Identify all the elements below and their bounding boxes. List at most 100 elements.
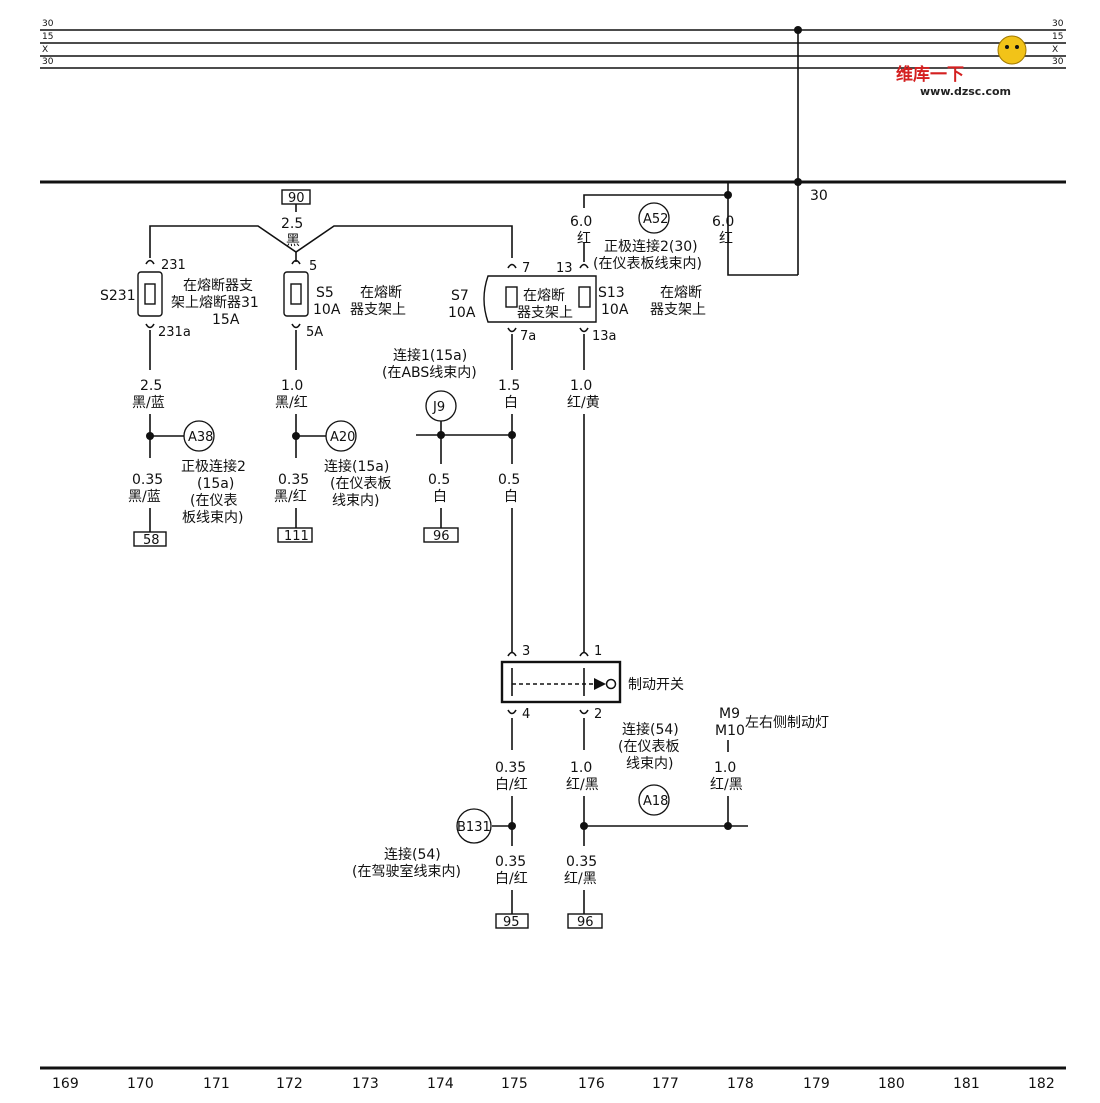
wire-60-left-color: 红	[577, 231, 591, 247]
column-number: 174	[427, 1076, 454, 1092]
fuse-s7-note2: 器支架上	[517, 305, 573, 321]
wire-95-size: 0.35	[495, 854, 526, 870]
lamp-desc: 左右侧制动灯	[745, 715, 829, 731]
junction-176	[580, 822, 588, 830]
connector-a52-l1: 正极连接2(30)	[604, 238, 698, 255]
fuse-s7-element	[505, 286, 518, 308]
wire-96a-size: 0.5	[428, 472, 450, 488]
fuse-s5-element	[290, 283, 302, 305]
ref-111: 111	[284, 529, 309, 544]
column-number: 180	[878, 1076, 905, 1092]
column-numbers: 169 170 171 172 173 174 175 176 177 178 …	[52, 1076, 1055, 1092]
column-number: 173	[352, 1076, 379, 1092]
pin-arrow-7-bot	[507, 327, 517, 333]
lamp-m10: M10	[715, 723, 745, 739]
fuse-s5-name: S5	[316, 285, 334, 301]
wire-95-color: 白/红	[495, 871, 528, 887]
ref-box-111	[277, 527, 313, 543]
switch-pin-1: 1	[594, 644, 602, 659]
watermark-url: www.dzsc.com	[920, 85, 1011, 98]
fuse-s7-amp: 10A	[448, 305, 476, 321]
terminal-30-label: 30	[810, 188, 828, 204]
wire-5a-color: 黑/红	[275, 395, 308, 411]
connector-a38-l3: (在仪表	[190, 493, 237, 509]
fuse-s5-amp: 10A	[313, 302, 341, 318]
fuse-s13-pin-top: 13	[556, 261, 573, 276]
pin-arrow-231-top	[145, 259, 155, 265]
fuse-s13-name: S13	[598, 285, 625, 301]
pin-arrow-231-bot	[145, 323, 155, 329]
lamp-m9: M9	[719, 706, 740, 722]
wire-lamp-size: 1.0	[714, 760, 736, 776]
fuse-s5-note1: 在熔断	[360, 285, 402, 301]
pin-arrow-1	[579, 651, 589, 657]
connector-a20-l2: (在仪表板	[330, 476, 391, 492]
ref-box-96b	[567, 913, 603, 929]
connector-a18-id: A18	[643, 794, 668, 809]
wire-60-right-size: 6.0	[712, 214, 734, 230]
ref-box-95	[495, 913, 529, 929]
pin-arrow-13-bot	[579, 327, 589, 333]
fuse-s13-pin-bot: 13a	[592, 329, 617, 344]
connector-a38-l1: 正极连接2	[181, 458, 246, 475]
fuse-s7-pin-bot: 7a	[520, 329, 536, 344]
wire-75-size: 0.5	[498, 472, 520, 488]
wire-7a-size: 1.5	[498, 378, 520, 394]
connector-b131-l1: 连接(54)	[384, 846, 441, 863]
column-number: 177	[652, 1076, 679, 1092]
column-number: 178	[727, 1076, 754, 1092]
watermark: 维库一下 www.dzsc.com	[896, 35, 1027, 98]
ref-96b: 96	[577, 915, 594, 930]
fuse-s231-note3: 15A	[212, 312, 240, 328]
connector-b131-id: B131	[457, 820, 491, 835]
wire-90-size: 2.5	[281, 216, 303, 232]
pin-arrow-3	[507, 651, 517, 657]
fuse-s5-note2: 器支架上	[350, 302, 406, 318]
mascot-eye-left-icon	[1005, 45, 1009, 49]
switch-plunger-icon	[605, 678, 617, 690]
fuse-s7-pin-top: 7	[522, 261, 530, 276]
connector-a20-l1: 连接(15a)	[324, 458, 389, 475]
connector-a20-l3: 线束内)	[332, 493, 379, 509]
mascot-eye-right-icon	[1015, 45, 1019, 49]
column-number: 170	[127, 1076, 154, 1092]
column-number: 181	[953, 1076, 980, 1092]
fuse-s13-note1: 在熔断	[660, 285, 702, 301]
wire-7a-color: 白	[504, 395, 518, 411]
connector-a20-id: A20	[330, 430, 355, 445]
wire-2-size: 1.0	[570, 760, 592, 776]
wire-231-color: 黑/蓝	[132, 395, 165, 411]
switch-pin-2: 2	[594, 707, 602, 722]
junction-bus-top	[794, 26, 802, 34]
bus-rails: 30 15 X 30 30 15 X 30	[40, 19, 1066, 69]
wire-96b-color: 红/黑	[564, 871, 597, 887]
wire-111-size: 0.35	[278, 472, 309, 488]
switch-arrow-icon	[594, 678, 606, 690]
ref-90: 90	[288, 191, 305, 206]
wire-4-size: 0.35	[495, 760, 526, 776]
fuse-s231-pin-top: 231	[161, 258, 186, 273]
pin-arrow-4	[507, 709, 517, 715]
wire-13a-size: 1.0	[570, 378, 592, 394]
connector-a52-l2: (在仪表板线束内)	[593, 256, 702, 272]
pin-arrow-2	[579, 709, 589, 715]
fuse-s13-note2: 器支架上	[650, 302, 706, 318]
wire-bridge-90	[149, 225, 513, 258]
switch-pin-4: 4	[522, 707, 530, 722]
fuse-s5: 5 5A S5 10A 在熔断 器支架上	[283, 259, 406, 340]
bus-label-x: X	[42, 45, 48, 55]
column-number: 171	[203, 1076, 230, 1092]
connector-a20	[325, 420, 357, 452]
bus-label-30: 30	[42, 19, 54, 29]
mascot-icon	[997, 35, 1027, 65]
watermark-text: 维库一下	[896, 64, 964, 85]
ref-95: 95	[503, 915, 520, 930]
connector-a52-id: A52	[643, 212, 668, 227]
ref-96a: 96	[433, 529, 450, 544]
fuse-s231-name: S231	[100, 288, 136, 304]
bus-label-30b-right: 30	[1052, 57, 1064, 67]
switch-pin-3: 3	[522, 644, 530, 659]
switch-name: 制动开关	[628, 677, 684, 693]
connector-a18-l3: 线束内)	[626, 756, 673, 772]
wire-2-color: 红/黑	[566, 777, 599, 793]
